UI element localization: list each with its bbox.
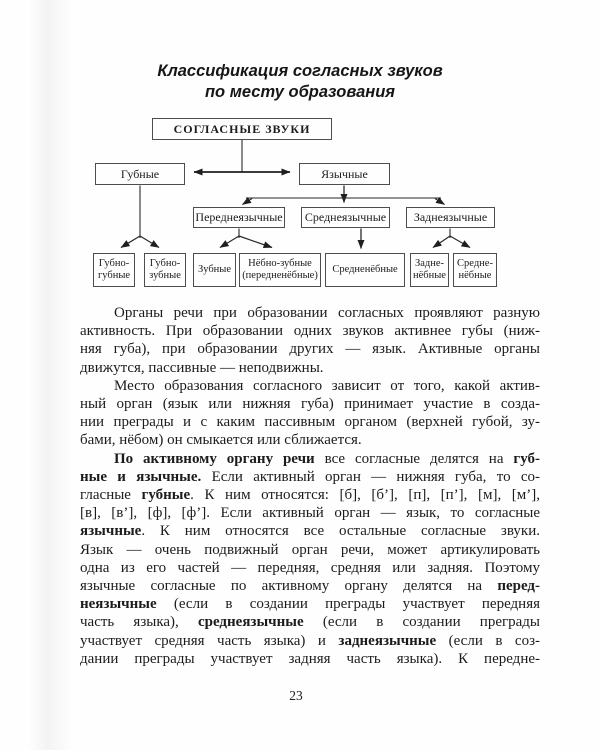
text-line: одна из его частей — передняя, средняя и… — [80, 559, 540, 576]
text-line: гласные губные. К ним относятся: [б], [б… — [80, 487, 540, 504]
node-mid-lingual: Среднеязычные — [301, 207, 390, 228]
page-number: 23 — [289, 688, 303, 703]
text-line: Место образования согласного зависит от … — [114, 377, 540, 394]
node-labial: Губные — [95, 163, 185, 185]
text-line: ный орган (язык или нижняя губа) принима… — [80, 396, 540, 413]
leaf-mid-palatal: Средненёбные — [325, 253, 405, 287]
leaf-dental: Зубные — [193, 253, 236, 287]
leaf-palato-dental: Нёбно-зубные (передненёбные) — [239, 253, 321, 287]
text-line: активность. При образовании одних звуков… — [80, 323, 540, 340]
text-line: няя губа), при образовании других — язык… — [80, 341, 540, 358]
node-back-lingual: Заднеязычные — [406, 207, 495, 228]
text-line: часть языка), среднеязычные (если в созд… — [80, 614, 541, 631]
node-consonant-sounds: СОГЛАСНЫЕ ЗВУКИ — [152, 118, 332, 140]
text-line: участвует средняя часть языка) и заднеяз… — [80, 632, 540, 649]
leaf-labial-dental: Губно- зубные — [144, 253, 186, 287]
text-line: дании преграды участвует задняя часть яз… — [80, 650, 540, 667]
leaf-mid-palatal-2: Средне- нёбные — [453, 253, 497, 287]
text-line: Язык — очень подвижный орган речи, может… — [80, 541, 540, 558]
text-line: движутся, пассивные — неподвижны. — [80, 359, 324, 376]
text-line: нии преграды и с каким пассивным органом… — [80, 414, 540, 431]
text-line: бами, нёбом) он смыкается или сближается… — [80, 432, 362, 449]
title-line-2: по месту образования — [204, 83, 396, 101]
leaf-back-palatal: Задне- нёбные — [410, 253, 449, 287]
node-lingual: Язычные — [299, 163, 390, 185]
text-line: Органы речи при образовании согласных пр… — [114, 305, 540, 321]
body-text: Органы речи при образовании согласных пр… — [80, 304, 540, 668]
text-line: язычные. К ним относятся все остальные с… — [80, 523, 540, 540]
node-front-lingual: Переднеязычные — [193, 207, 285, 228]
text-line: неязычные (если в создании преграды учас… — [80, 596, 540, 613]
text-line: ные и язычные. Если активный орган — ниж… — [80, 468, 540, 485]
title-line-1: Классификация согласных звуков — [157, 62, 443, 80]
text-line: По активному органу речи все согласные д… — [114, 450, 540, 467]
text-line: [в], [в’], [ф], [ф’]. Если активный орга… — [80, 505, 540, 522]
page-title: Классификация согласных звуков по месту … — [0, 61, 600, 103]
text-line: язычные согласные по активному органу де… — [80, 578, 540, 595]
leaf-labial-labial: Губно- губные — [93, 253, 135, 287]
diagram-connectors — [120, 139, 471, 249]
